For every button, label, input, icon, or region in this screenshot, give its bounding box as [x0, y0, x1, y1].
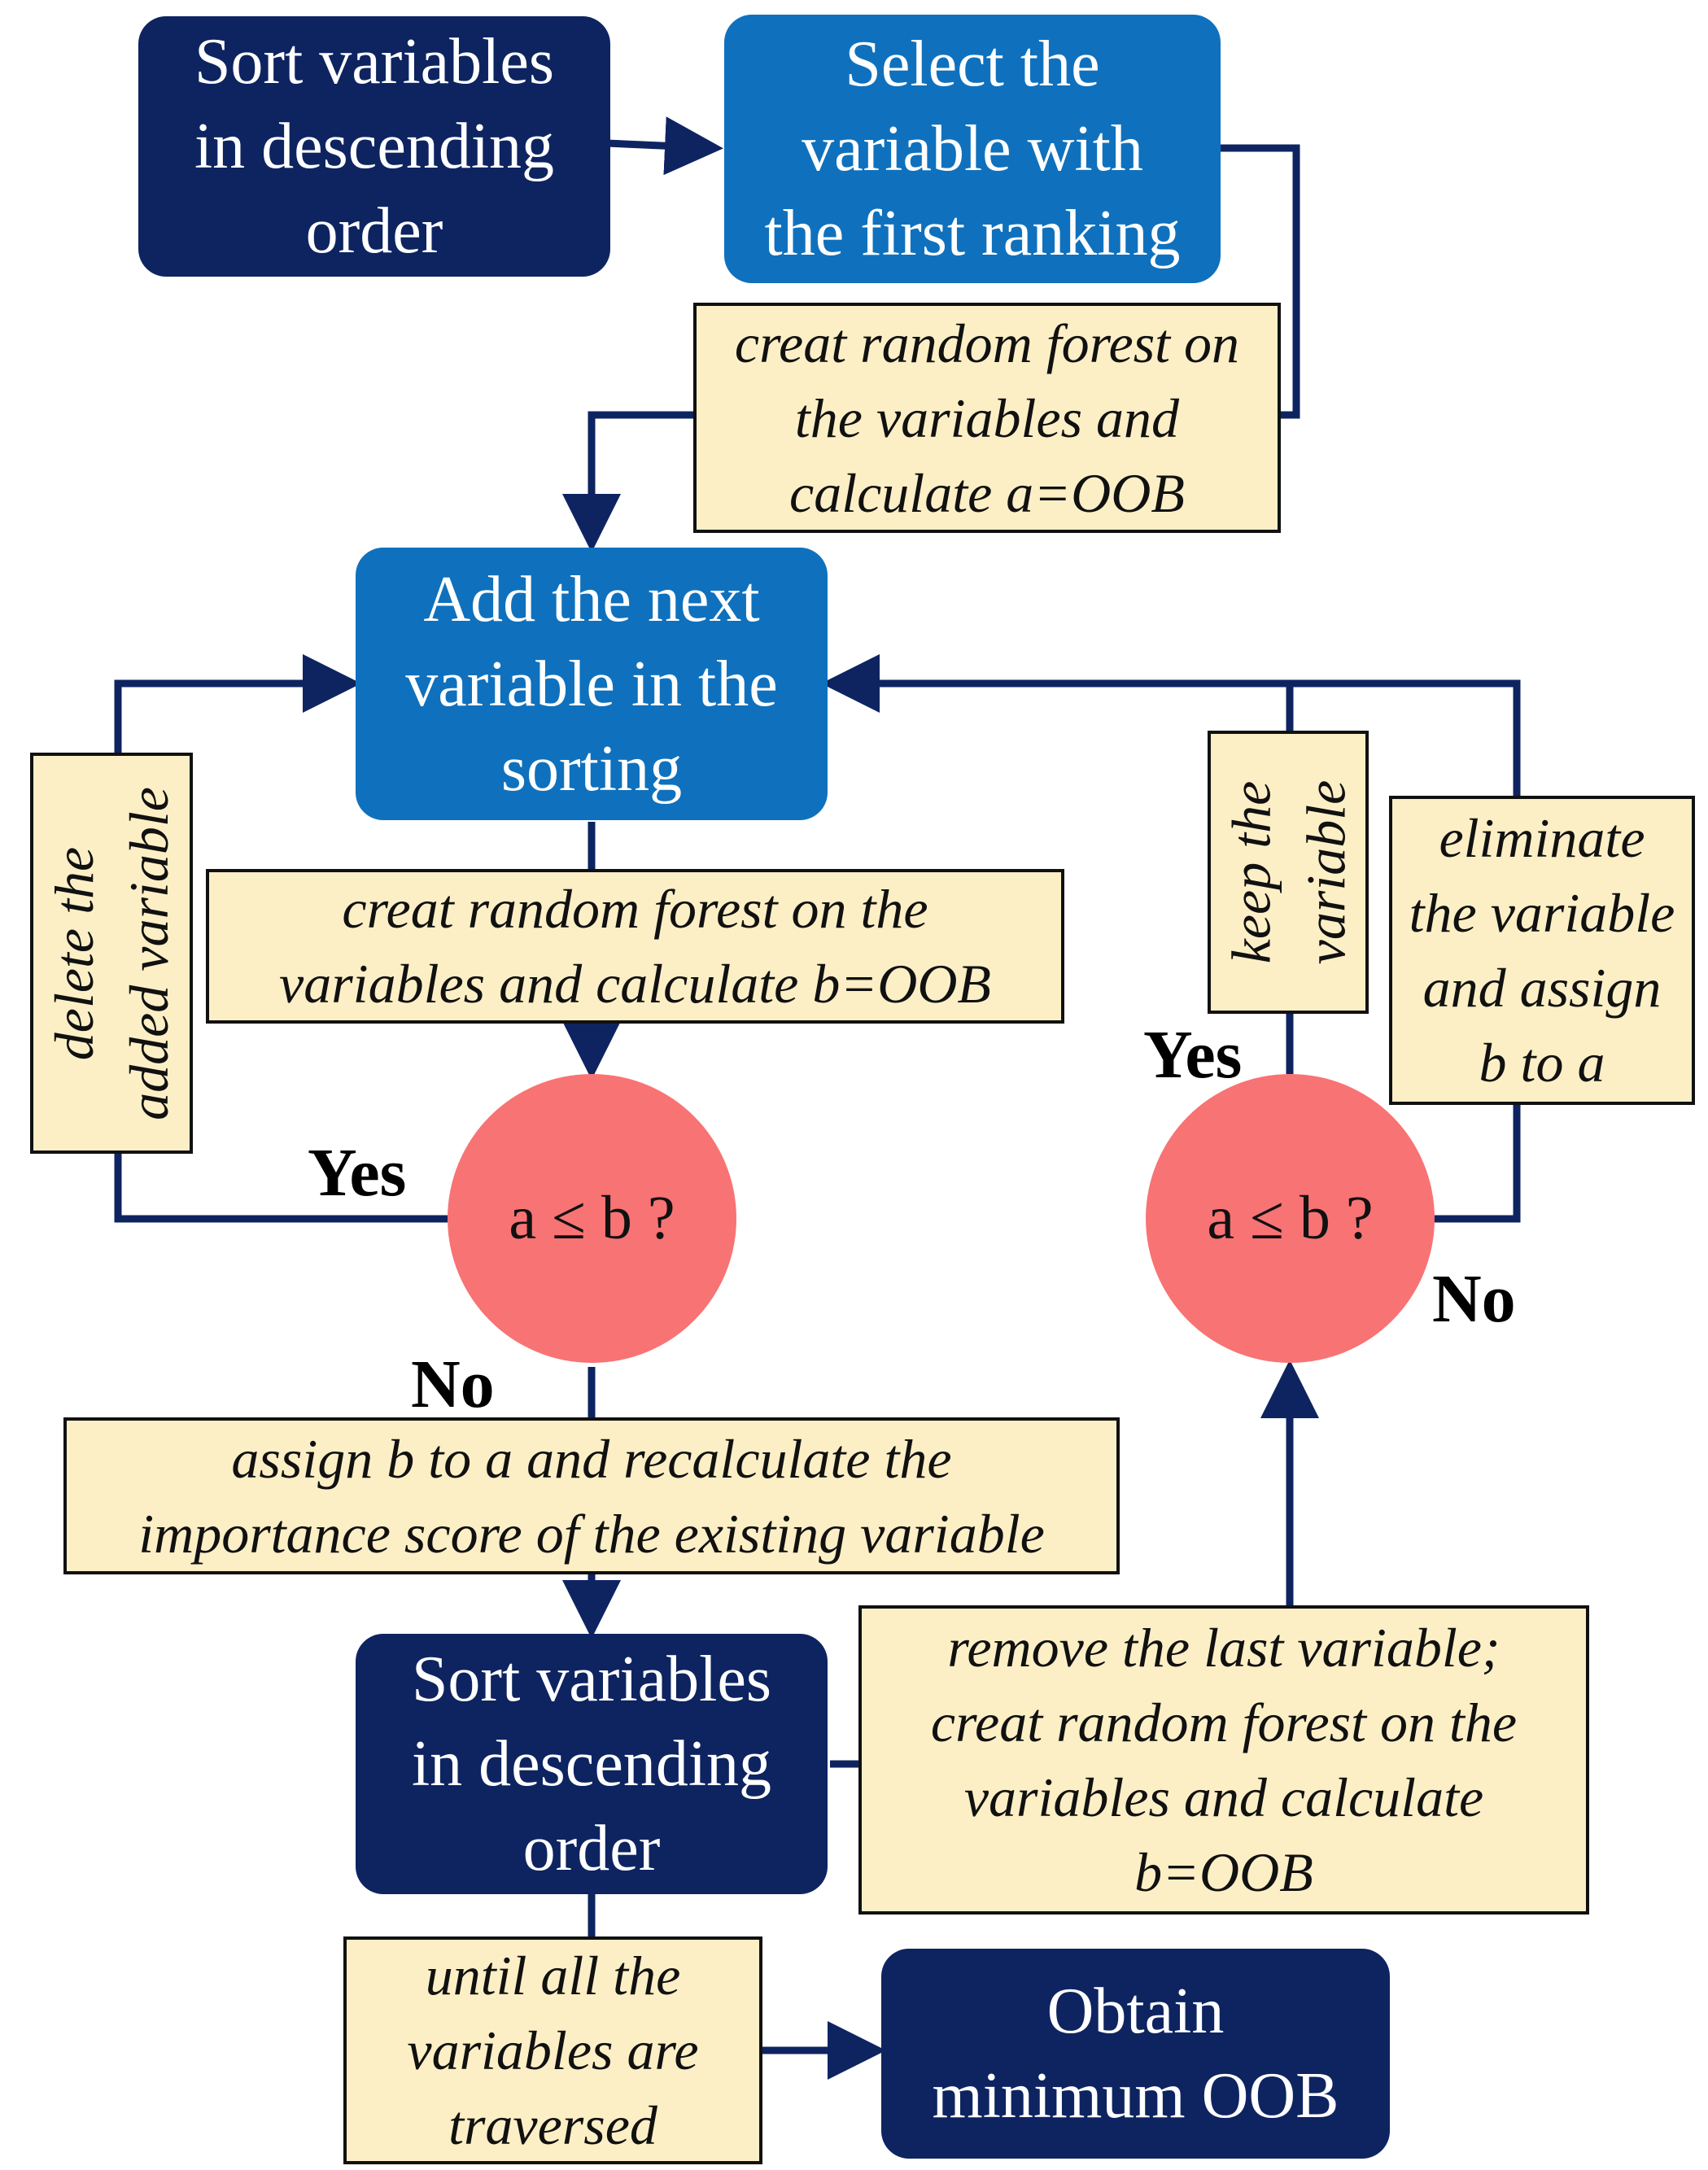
node-line: Select the	[845, 28, 1100, 100]
node-line: variable with	[802, 113, 1143, 185]
arrow-select-to-add	[562, 144, 1300, 552]
arrow-sort-to-select	[605, 116, 723, 176]
note-assign-recalculate: assign b to a and recalculate the import…	[63, 1417, 1120, 1574]
node-line: Sort variables	[194, 26, 555, 98]
note-line: creat random forest on	[734, 312, 1240, 374]
sort-variables-top-box: Sort variables in descending order	[138, 16, 610, 277]
decision-right: a ≤ b ?	[1146, 1074, 1435, 1363]
no-left-label: No	[411, 1347, 495, 1422]
note-create-rf-a: creat random forest on the variables and…	[693, 303, 1281, 533]
node-line: sorting	[500, 732, 683, 805]
yes-right-label: Yes	[1143, 1017, 1243, 1093]
note-line: the variable	[1409, 882, 1675, 944]
note-line: and assign	[1422, 957, 1662, 1019]
node-line: Add the next	[423, 563, 760, 635]
node-line: in descending	[194, 111, 555, 182]
note-line: keep the	[1220, 780, 1282, 964]
note-line: creat random forest on the	[930, 1692, 1518, 1753]
note-line: variables and calculate b=OOB	[279, 953, 991, 1015]
note-line: eliminate	[1439, 807, 1645, 869]
note-line: b to a	[1479, 1032, 1605, 1094]
note-line: added variable	[118, 786, 181, 1120]
note-delete-added-variable: delete the added variable	[30, 753, 193, 1154]
node-line: in descending	[411, 1728, 772, 1800]
node-line: Sort variables	[411, 1644, 772, 1715]
note-line: creat random forest on the	[342, 878, 928, 940]
note-remove-last-variable: remove the last variable; creat random f…	[858, 1605, 1589, 1915]
note-eliminate-variable: eliminate the variable and assign b to a	[1389, 796, 1695, 1105]
obtain-minimum-oob-box: Obtain minimum OOB	[881, 1949, 1390, 2159]
node-line: Obtain	[1046, 1976, 1225, 2047]
note-line: b=OOB	[1134, 1841, 1313, 1903]
note-line: assign b to a and recalculate the	[231, 1427, 952, 1490]
note-line: remove the last variable;	[947, 1617, 1501, 1679]
note-line: until all the	[425, 1945, 681, 2006]
note-line: the variables and	[794, 386, 1180, 449]
note-line: variable	[1295, 779, 1356, 965]
note-line: importance score of the existing variabl…	[138, 1502, 1045, 1565]
node-line: order	[305, 195, 443, 267]
note-line: variables and calculate	[963, 1766, 1484, 1828]
add-next-variable-box: Add the next variable in the sorting	[356, 548, 828, 820]
note-line: calculate a=OOB	[789, 461, 1185, 524]
select-first-variable-box: Select the variable with the first ranki…	[724, 15, 1221, 283]
node-line: order	[522, 1813, 661, 1884]
note-keep-variable: keep the variable	[1208, 731, 1369, 1014]
yes-left-label: Yes	[308, 1135, 407, 1211]
no-right-label: No	[1432, 1261, 1516, 1337]
node-line: the first ranking	[764, 198, 1181, 269]
sort-variables-bottom-box: Sort variables in descending order	[356, 1634, 828, 1894]
decision-left: a ≤ b ?	[448, 1074, 736, 1363]
node-line: minimum OOB	[932, 2060, 1339, 2132]
note-until-all-traversed: until all the variables are traversed	[343, 1936, 762, 2164]
note-line: variables are	[407, 2019, 699, 2081]
note-line: traversed	[448, 2094, 657, 2156]
note-create-rf-b: creat random forest on the variables and…	[206, 869, 1064, 1024]
decision-right-label: a ≤ b ?	[1207, 1184, 1374, 1252]
note-line: delete the	[43, 846, 106, 1060]
node-line: variable in the	[405, 648, 778, 720]
decision-left-label: a ≤ b ?	[509, 1184, 675, 1252]
